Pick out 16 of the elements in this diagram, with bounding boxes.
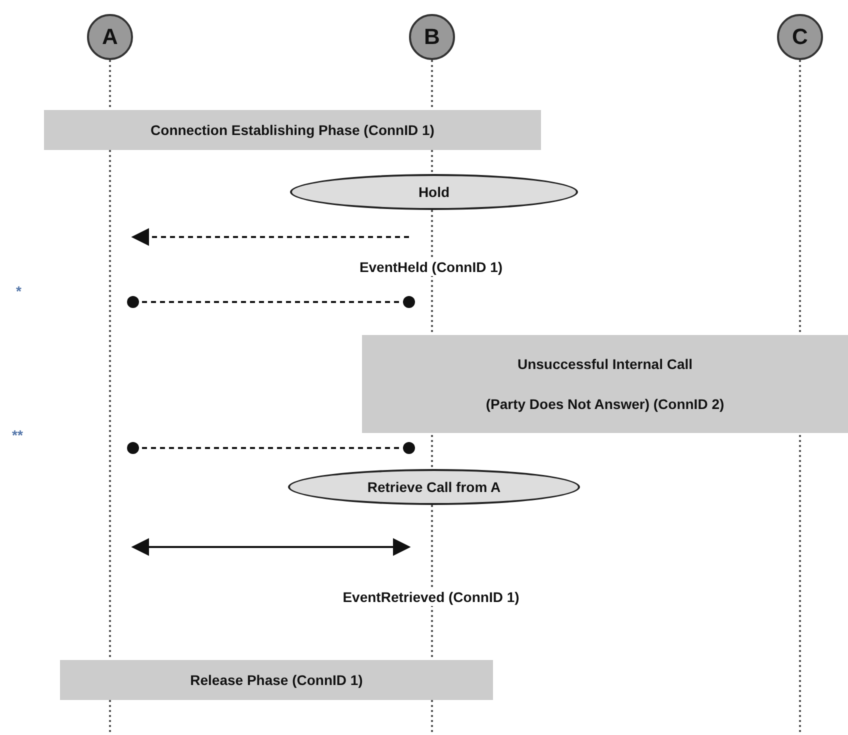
phase-band: Release Phase (ConnID 1) xyxy=(60,660,493,700)
participant-circle: C xyxy=(777,14,823,60)
band-text: Unsuccessful Internal Call xyxy=(517,356,693,372)
message-arrow xyxy=(131,228,409,246)
connector-line xyxy=(127,442,415,454)
state-ellipse: Retrieve Call from A xyxy=(288,469,580,505)
connector-line xyxy=(127,296,415,308)
participant-circle: B xyxy=(409,14,455,60)
footnote-mark: * xyxy=(16,283,22,299)
phase-band xyxy=(362,335,848,433)
state-ellipse: Hold xyxy=(290,174,578,210)
message-arrow xyxy=(131,538,411,556)
participant-circle: A xyxy=(87,14,133,60)
footnote-mark: ** xyxy=(12,427,23,443)
band-text: (Party Does Not Answer) (ConnID 2) xyxy=(486,396,724,412)
phase-band: Connection Establishing Phase (ConnID 1) xyxy=(44,110,541,150)
